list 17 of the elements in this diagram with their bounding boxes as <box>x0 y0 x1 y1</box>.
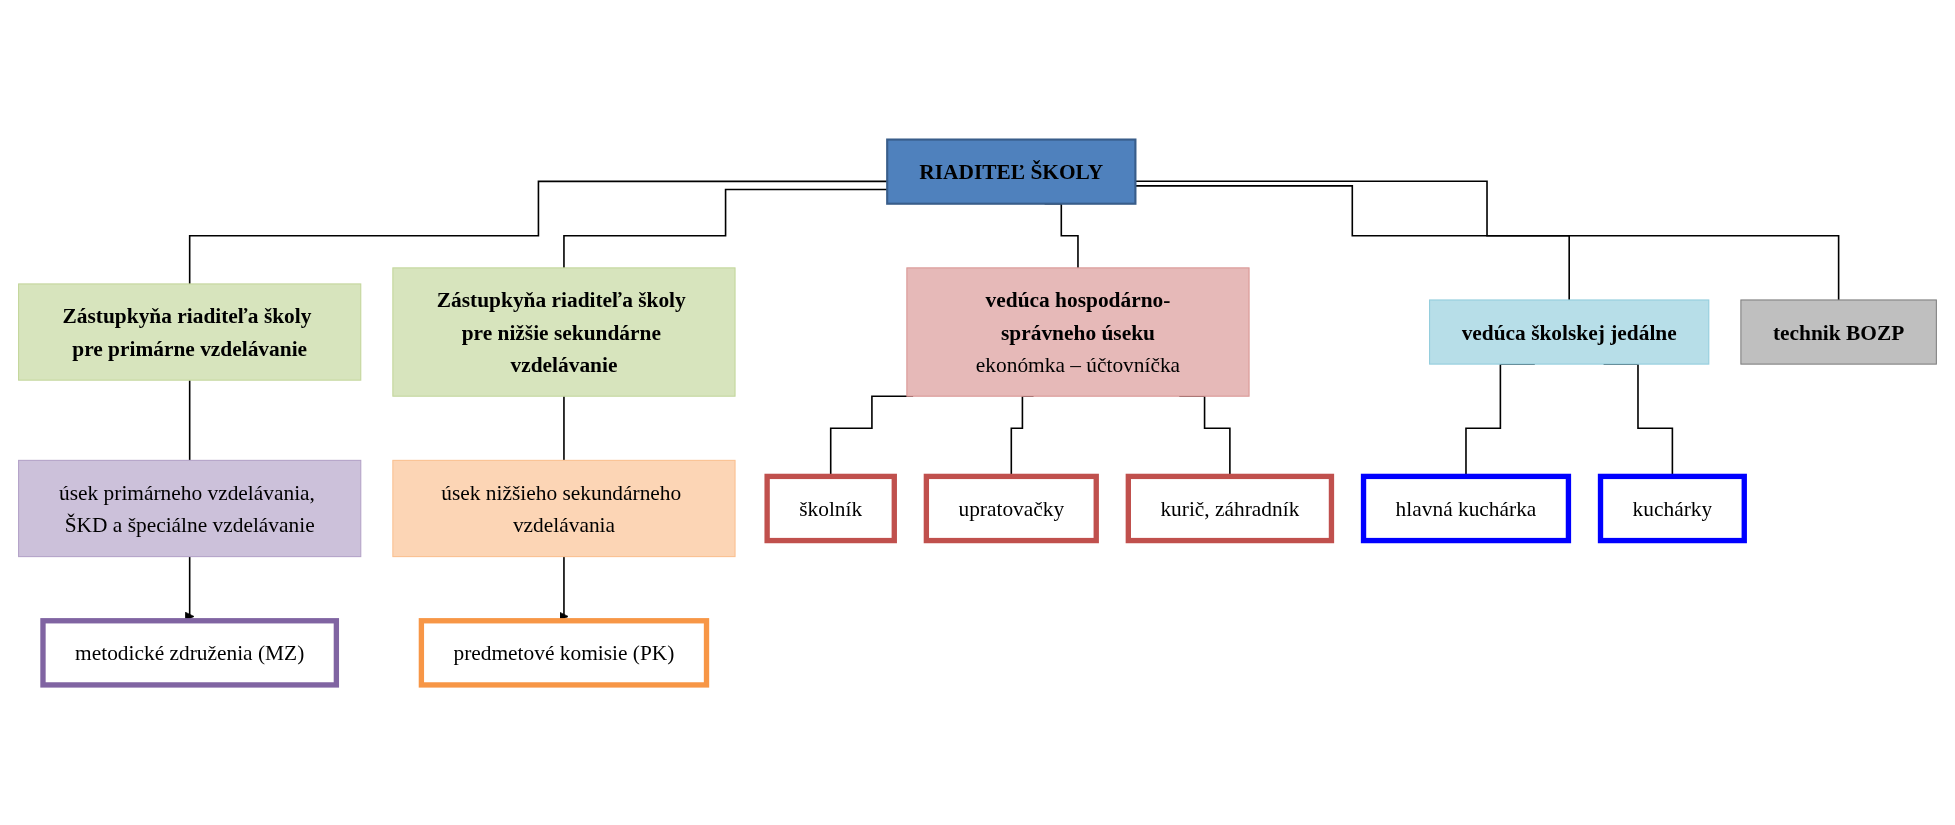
node-box: kurič, záhradník <box>1125 473 1335 544</box>
node-box: úsek nižšieho sekundárneho vzdelávania <box>392 460 736 558</box>
node-box: RIADITEĽ ŠKOLY <box>886 138 1137 206</box>
connector <box>188 379 191 462</box>
node-box: kuchárky <box>1597 473 1747 544</box>
node-box: upratovačky <box>923 473 1099 544</box>
node-box: predmetové komisie (PK) <box>418 618 710 688</box>
node-box: technik BOZP <box>1740 299 1937 365</box>
connector <box>563 395 565 462</box>
node-box: úsek primárneho vzdelávania, ŠKD a špeciálne vzdelávanie <box>18 460 362 558</box>
node-box: školník <box>764 473 897 544</box>
node-box: Zástupkyňa riaditeľa školy pre nižšie sekundárne vzdelávanie <box>392 267 736 397</box>
node-box: Zástupkyňa riaditeľa školy pre primárne vzdelávanie <box>18 283 362 381</box>
node-box: vedúca hospodárno-správneho úseku ekonómka – účtovníčka <box>906 267 1250 397</box>
node-box: vedúca školskej jedálne <box>1429 299 1710 365</box>
node-box: hlavná kuchárka <box>1360 473 1572 544</box>
node-box: metodické združenia (MZ) <box>40 618 340 688</box>
